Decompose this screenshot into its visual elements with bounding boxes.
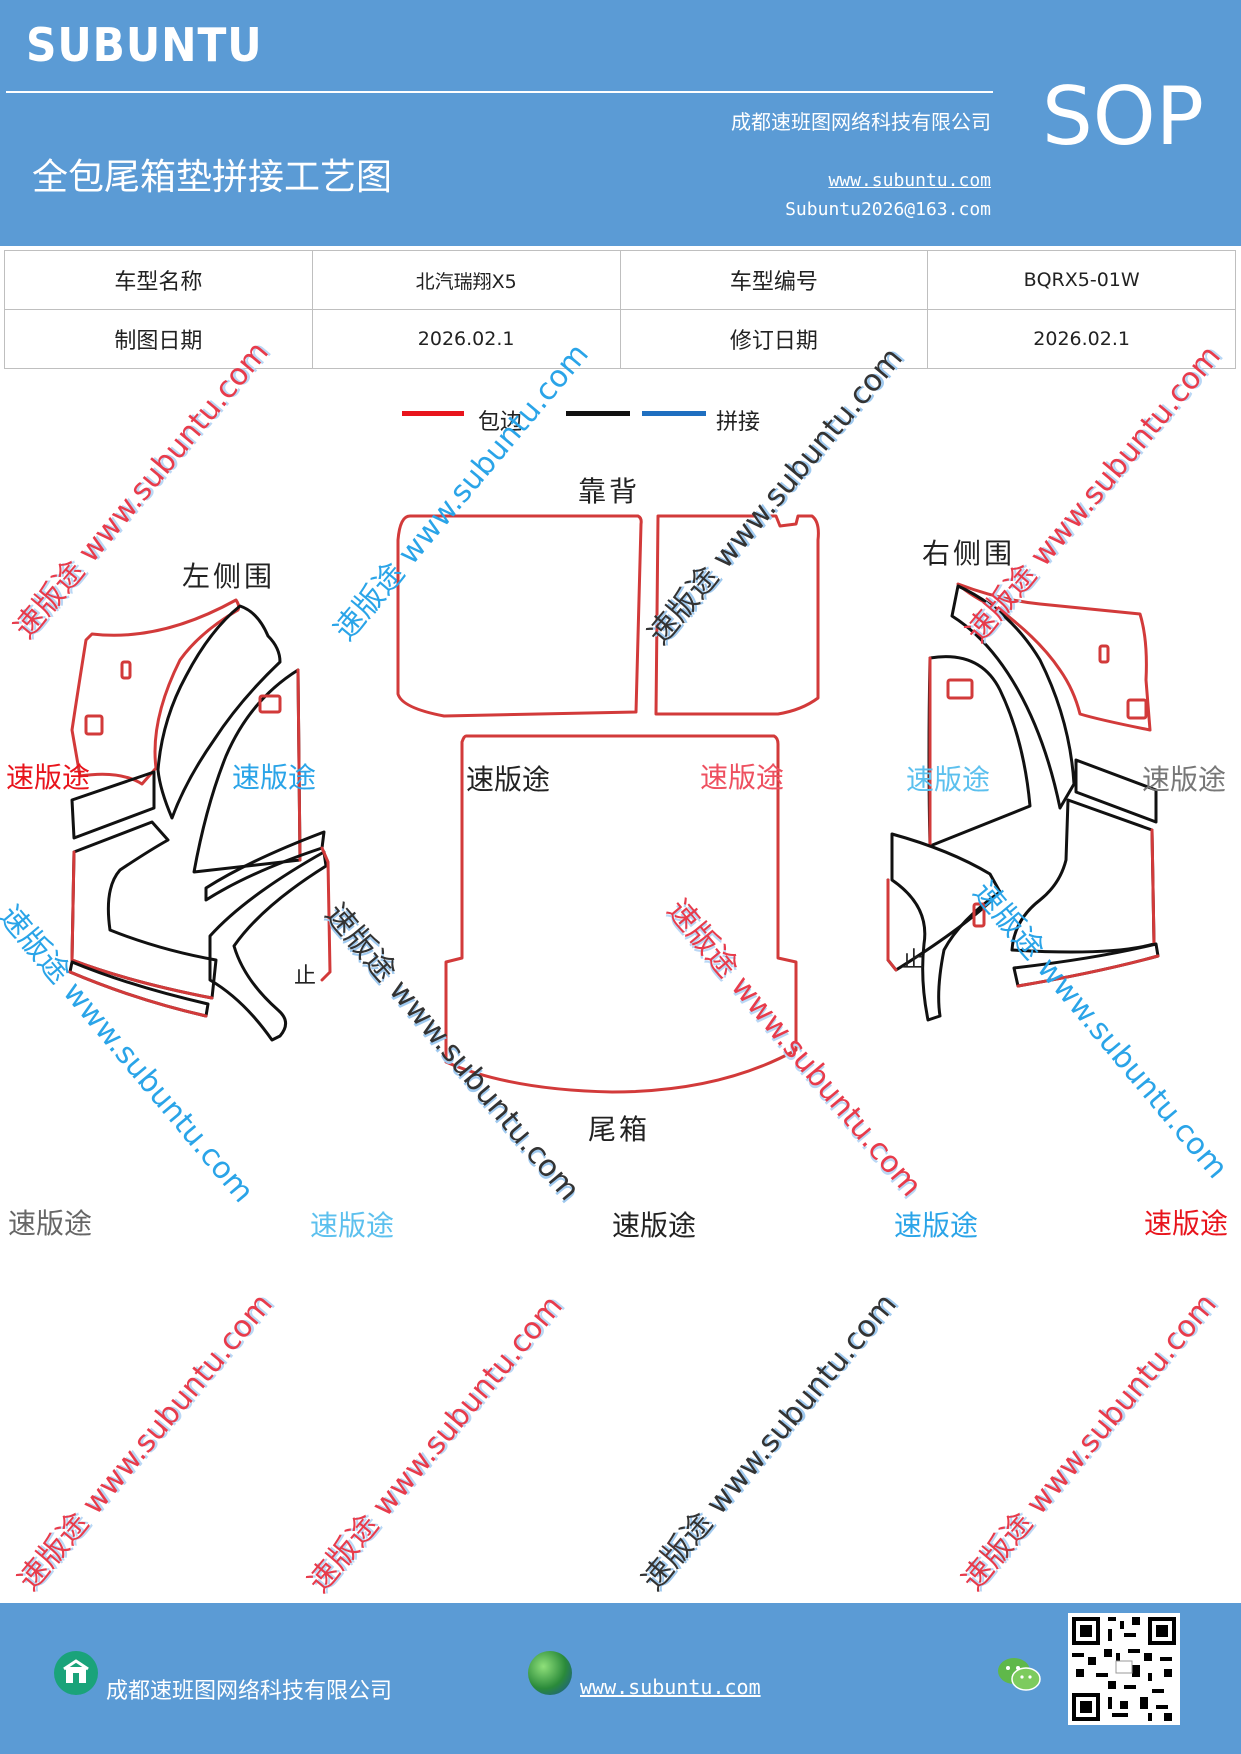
left-hole-2 [84, 714, 104, 736]
draw-date-value: 2026.02.1 [311, 309, 621, 369]
stop-mark-left: 止 [294, 964, 317, 989]
watermark-text: 速版途 [232, 761, 317, 794]
right-hole-2 [1126, 698, 1148, 720]
header-website-link[interactable]: www.subuntu.com [828, 170, 991, 191]
revise-date-value: 2026.02.1 [927, 309, 1236, 369]
backrest-left-panel [396, 514, 643, 718]
left-side-strip [70, 770, 156, 840]
left-side-center [156, 604, 282, 820]
model-name-value: 北汽瑞翔X5 [311, 250, 621, 310]
footer-website-link[interactable]: www.subuntu.com [580, 1675, 761, 1699]
watermark-text: 速版途 [894, 1209, 979, 1242]
legend-black-line [566, 411, 630, 416]
trunk-floor-panel [444, 734, 798, 1094]
right-side-lower-edge [1150, 828, 1156, 946]
right-side-center [950, 584, 1076, 810]
backrest-right-panel [654, 514, 820, 716]
left-side-arch-edge [296, 668, 302, 862]
left-side-tail-2 [204, 830, 326, 902]
right-hole-4 [972, 902, 986, 928]
left-side-tail-edge [320, 846, 332, 982]
draw-date-label: 制图日期 [4, 309, 313, 369]
right-side-bottom-edge [1016, 954, 1160, 988]
legend-edge-label: 包边 [478, 410, 523, 435]
brand-logo-text: SUBUNTU [26, 18, 263, 72]
page-title: 全包尾箱垫拼接工艺图 [32, 157, 393, 198]
right-side-label: 右侧围 [922, 537, 1016, 570]
watermark-text: 速版途 [8, 1207, 93, 1240]
footer-company: 成都速班图网络科技有限公司 [106, 1679, 393, 1704]
header-banner: SUBUNTU SOP 成都速班图网络科技有限公司 全包尾箱垫拼接工艺图 www… [0, 0, 1241, 246]
right-hole-1 [1098, 644, 1110, 664]
left-side-upper [70, 598, 241, 786]
left-side-lower-edge [70, 850, 214, 1000]
right-side-upper [956, 582, 1152, 732]
footer-banner: 成都速班图网络科技有限公司 www.subuntu.com [0, 1603, 1241, 1754]
watermark-text: 速版途 [310, 1209, 395, 1242]
table-row: 制图日期 2026.02.1 修订日期 2026.02.1 [4, 309, 1236, 369]
legend-join-label: 拼接 [716, 410, 761, 435]
legend-edge-line [402, 411, 464, 416]
table-row: 车型名称 北汽瑞翔X5 车型编号 BQRX5-01W [4, 250, 1236, 310]
right-side-strip [1074, 758, 1158, 824]
left-hole-1 [120, 660, 132, 680]
backrest-label: 靠背 [578, 475, 641, 508]
right-side-tail-edge [886, 878, 898, 972]
model-code-label: 车型编号 [619, 250, 929, 310]
company-icon [54, 1651, 98, 1695]
trunk-label: 尾箱 [588, 1113, 651, 1146]
sop-badge: SOP [1042, 70, 1204, 163]
watermark-text: 速版途 [466, 763, 551, 796]
globe-icon [528, 1651, 572, 1695]
left-side-label: 左侧围 [182, 560, 276, 593]
watermark-text: 速版途 [612, 1209, 697, 1242]
watermark-text: 速版途 [700, 761, 785, 794]
right-hole-3 [946, 678, 974, 700]
model-name-label: 车型名称 [4, 250, 313, 310]
header-divider [6, 91, 993, 93]
qr-code[interactable] [1068, 1613, 1180, 1725]
revise-date-label: 修订日期 [619, 309, 929, 369]
left-side-bottom-edge [68, 970, 208, 1018]
watermark-text: 速版途 [1144, 1207, 1229, 1240]
header-email: Subuntu2026@163.com [785, 199, 991, 220]
left-side-tail [208, 850, 328, 1042]
stop-mark-right: 止 [902, 948, 925, 973]
header-company: 成都速班图网络科技有限公司 [731, 110, 991, 134]
left-hole-3 [258, 694, 282, 714]
legend-join-line [642, 411, 706, 416]
watermark-text: 速版途 [6, 761, 91, 794]
info-table: 车型名称 北汽瑞翔X5 车型编号 BQRX5-01W 制图日期 2026.02.… [4, 250, 1236, 369]
watermark-text: 速版途 [1142, 763, 1227, 796]
model-code-value: BQRX5-01W [927, 250, 1236, 310]
watermark-text: 速版途 [906, 763, 991, 796]
wechat-icon[interactable] [996, 1655, 1042, 1695]
left-side-arch [192, 668, 302, 874]
right-side-tail [890, 832, 1002, 1022]
